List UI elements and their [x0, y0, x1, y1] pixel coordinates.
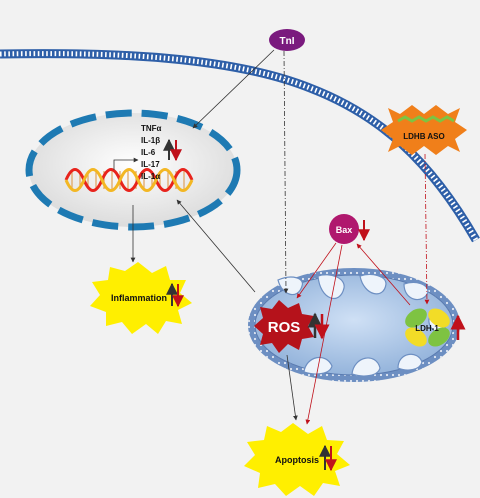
arrow-ros-to-nucleus	[176, 199, 256, 293]
ros-node: ROS	[254, 300, 330, 353]
bax-node: Bax	[329, 214, 370, 244]
ldh1-node: LDH-1	[405, 308, 466, 347]
arrow-ldh1-to-bax	[356, 243, 411, 306]
cytokine-label: IL-1β	[141, 136, 160, 145]
cytokine-label: IL-17	[141, 160, 160, 169]
arrow-bax-to-ros	[296, 242, 337, 299]
cell-membrane	[0, 49, 480, 243]
dna-helix-icon	[64, 168, 194, 192]
pathway-arrows	[130, 49, 430, 425]
transcription-arrow	[113, 157, 139, 170]
tni-label: TnI	[280, 36, 295, 47]
ldhb-aso-label: LDHB ASO	[403, 132, 444, 141]
bax-label: Bax	[336, 225, 353, 235]
ldh1-label: LDH-1	[415, 324, 439, 333]
inflammation-label: Inflammation	[111, 293, 167, 303]
arrow-ros-to-apoptosis	[286, 354, 298, 421]
cytokine-list: TNFα IL-1β IL-6 IL-17 IL-1α	[113, 124, 182, 181]
arrow-aso-to-ldh1	[424, 153, 430, 305]
apoptosis-node: Apoptosis	[244, 423, 350, 496]
arrow-bax-to-apoptosis	[305, 244, 343, 425]
cytokine-label: TNFα	[141, 124, 162, 133]
arrow-tni-to-ros	[283, 50, 289, 294]
cytokine-label: IL-1α	[141, 172, 160, 181]
apoptosis-label: Apoptosis	[275, 455, 319, 465]
ros-label: ROS	[268, 319, 301, 336]
cytokine-label: IL-6	[141, 148, 156, 157]
antisense-oligo-icon	[397, 115, 455, 123]
ldh1-protein-icon	[405, 308, 450, 347]
arrow-tni-to-nucleus	[192, 49, 275, 129]
ldhb-aso-node: LDHB ASO	[381, 105, 467, 155]
inflammation-node: Inflammation	[90, 262, 192, 334]
tni-node: TnI	[269, 29, 305, 51]
